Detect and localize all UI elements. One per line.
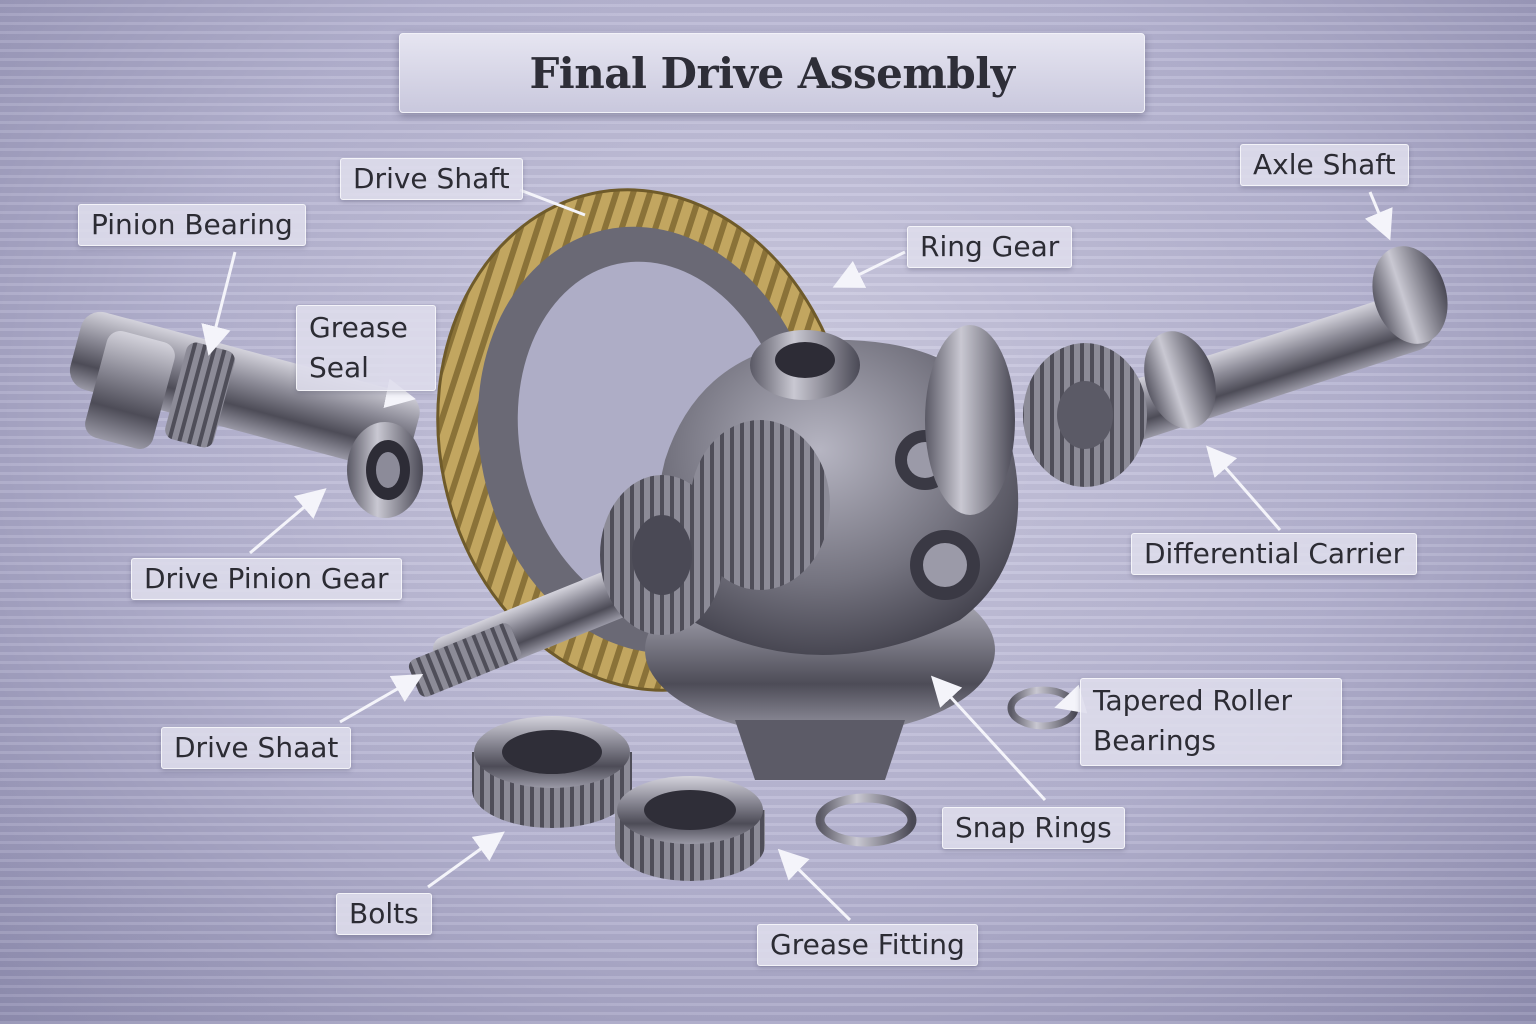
- title-box: Final Drive Assembly: [399, 33, 1145, 113]
- differential-housing-illustration: [645, 325, 1019, 780]
- label-tapered-roller-bearings: Tapered Roller Bearings: [1080, 678, 1342, 766]
- page-title: Final Drive Assembly: [529, 48, 1015, 98]
- label-text: Drive Pinion Gear: [144, 562, 389, 595]
- label-text-line1: Tapered Roller: [1093, 684, 1293, 717]
- label-drive-shaft: Drive Shaft: [340, 158, 523, 200]
- label-text: Snap Rings: [955, 811, 1112, 844]
- label-bolts: Bolts: [336, 893, 432, 935]
- label-differential-carrier: Differential Carrier: [1131, 533, 1418, 575]
- label-drive-shaat: Drive Shaat: [161, 727, 352, 769]
- label-grease-seal: Grease Seal: [296, 305, 436, 391]
- label-text: Bolts: [349, 897, 419, 930]
- axle-shaft-illustration: [1023, 246, 1448, 487]
- label-text: Ring Gear: [920, 230, 1060, 263]
- drive-pinion-illustration: [408, 475, 724, 697]
- snap-ring-1-illustration: [815, 793, 917, 847]
- label-text: Differential Carrier: [1144, 537, 1405, 570]
- leader-lines: [201, 188, 1393, 922]
- pinion-shaft-assembly: [69, 311, 423, 518]
- label-text: Grease Fitting: [770, 928, 965, 961]
- label-text: Pinion Bearing: [91, 208, 293, 241]
- label-axle-shaft: Axle Shaft: [1240, 144, 1409, 186]
- label-text-line2: Seal: [309, 351, 369, 384]
- label-text: Drive Shaat: [174, 731, 339, 764]
- label-snap-rings: Snap Rings: [942, 807, 1125, 849]
- label-grease-fitting: Grease Fitting: [757, 924, 978, 966]
- tapered-bearing-1-illustration: [472, 716, 632, 828]
- label-text-line2: Bearings: [1093, 724, 1216, 757]
- label-text-line1: Grease: [309, 311, 408, 344]
- label-text: Drive Shaft: [353, 162, 510, 195]
- label-ring-gear: Ring Gear: [907, 226, 1073, 268]
- snap-ring-2-illustration: [1007, 686, 1079, 730]
- label-drive-pinion-gear: Drive Pinion Gear: [131, 558, 402, 600]
- tapered-bearing-2-illustration: [615, 776, 765, 881]
- label-pinion-bearing: Pinion Bearing: [78, 204, 306, 246]
- label-text: Axle Shaft: [1253, 148, 1396, 181]
